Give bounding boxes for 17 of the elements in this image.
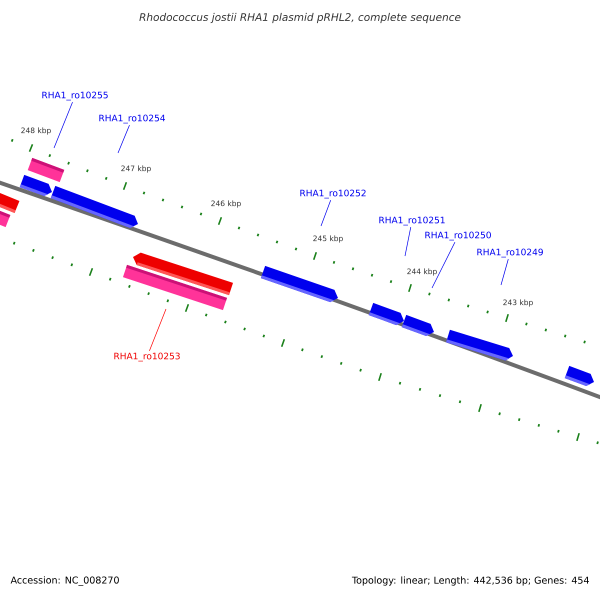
leader-line bbox=[432, 242, 456, 288]
gene-label: RHA1_ro10251 bbox=[379, 216, 445, 226]
accession-text: Accession: NC_008270 bbox=[10, 576, 119, 586]
leader-line bbox=[118, 124, 130, 154]
gene-label: RHA1_ro10250 bbox=[425, 232, 491, 240]
summary-text: Topology: linear; Length: 442,536 bp; Genes: 454 bbox=[352, 576, 589, 586]
gene-label: RHA1_ro10255 bbox=[42, 92, 108, 100]
gene-label: RHA1_ro10249 bbox=[477, 248, 543, 258]
gene-label: RHA1_ro10252 bbox=[300, 190, 366, 198]
leader-line bbox=[54, 102, 73, 148]
leader-line bbox=[149, 308, 166, 352]
title: Rhodococcus jostii RHA1 plasmid pRHL2, complete sequence bbox=[139, 12, 460, 24]
gene-label: RHA1_ro10253 bbox=[114, 352, 180, 362]
leader-line bbox=[500, 258, 509, 286]
leader-line bbox=[404, 226, 412, 256]
leader-line bbox=[320, 200, 332, 226]
gene-label: RHA1_ro10254 bbox=[99, 114, 166, 124]
